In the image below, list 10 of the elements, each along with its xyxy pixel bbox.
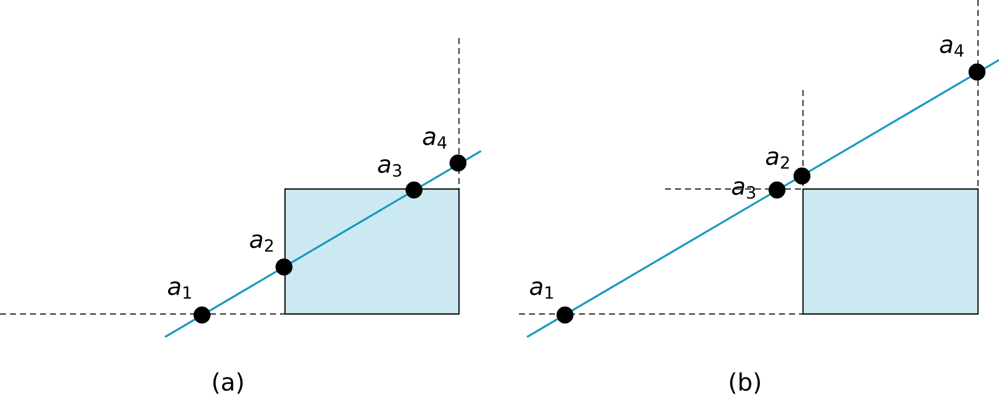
point-label: a$_{3}$ [732, 181, 756, 199]
point-label: a$_{2}$ [766, 151, 789, 169]
point-label: a$_{1}$ [168, 281, 191, 299]
point-label: a$_{4}$ [940, 39, 964, 57]
panel-label: (b) [730, 372, 760, 394]
point-label: a$_{1}$ [530, 281, 553, 299]
clip-window [284, 188, 460, 315]
panel-label: (a) [213, 372, 243, 394]
point-label: a$_{4}$ [423, 131, 446, 149]
clip-window [802, 188, 979, 315]
